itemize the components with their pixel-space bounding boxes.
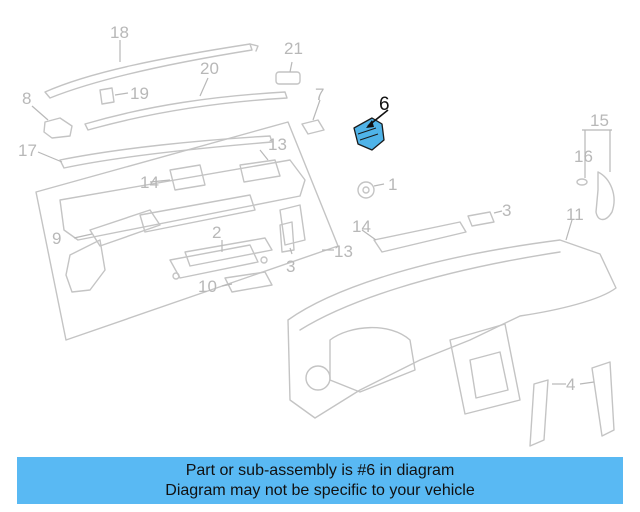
- part-11-bracket: [172, 256, 273, 293]
- parts-diagram: 18 21 20 19 8 7 6 15: [18, 23, 617, 447]
- callout-19: 19: [130, 84, 149, 103]
- part-19-clip: [99, 87, 129, 105]
- callout-10: 2: [212, 223, 221, 242]
- callout-9: 1: [388, 175, 397, 194]
- part-8-bracket: [31, 105, 73, 139]
- callout-8: 8: [22, 89, 31, 108]
- callout-5: 13: [334, 242, 353, 261]
- callout-14: 14: [140, 173, 159, 192]
- part-1-instrument-panel: [287, 219, 617, 419]
- part-15-side-cover: [576, 129, 615, 221]
- part-3-reinforcement: [361, 221, 467, 253]
- callout-7: 7: [315, 85, 324, 104]
- part-5-group-outline: [35, 121, 339, 341]
- part-7-clip: [301, 99, 325, 135]
- callout-12: 3: [286, 257, 295, 276]
- part-4-side-ducts: [529, 361, 615, 447]
- callout-15: 15: [590, 111, 609, 130]
- part-ducts: [59, 149, 306, 293]
- callout-13-top: 13: [268, 135, 287, 154]
- part-17-trim: [37, 135, 273, 169]
- callout-6: 6: [379, 94, 390, 115]
- callout-11: 10: [198, 277, 217, 296]
- caption-line-2: Diagram may not be specific to your vehi…: [165, 481, 475, 499]
- part-12-bracket: [279, 221, 295, 255]
- caption-line-1: Part or sub-assembly is #6 in diagram: [185, 461, 455, 479]
- part-10-bracket: [184, 237, 273, 267]
- callout-17: 17: [18, 141, 37, 160]
- callout-13-bottom: 9: [52, 229, 61, 248]
- callout-21: 21: [284, 39, 303, 58]
- callout-18: 18: [110, 23, 129, 42]
- callout-2: 3: [502, 201, 511, 220]
- part-18-defroster-strip: [44, 40, 259, 99]
- part-2-bracket: [467, 210, 503, 227]
- caption-banner: Part or sub-assembly is #6 in diagram Di…: [17, 457, 623, 504]
- part-20-trim-strip: [84, 77, 288, 131]
- part-6-highlighted: [353, 109, 389, 151]
- callout-4: 4: [566, 375, 575, 394]
- part-9-knob: [357, 181, 385, 199]
- callout-16: 16: [574, 147, 593, 166]
- callout-20: 20: [200, 59, 219, 78]
- callout-1: 11: [566, 205, 584, 224]
- part-21-sensor: [275, 61, 301, 85]
- callout-3: 14: [352, 217, 371, 236]
